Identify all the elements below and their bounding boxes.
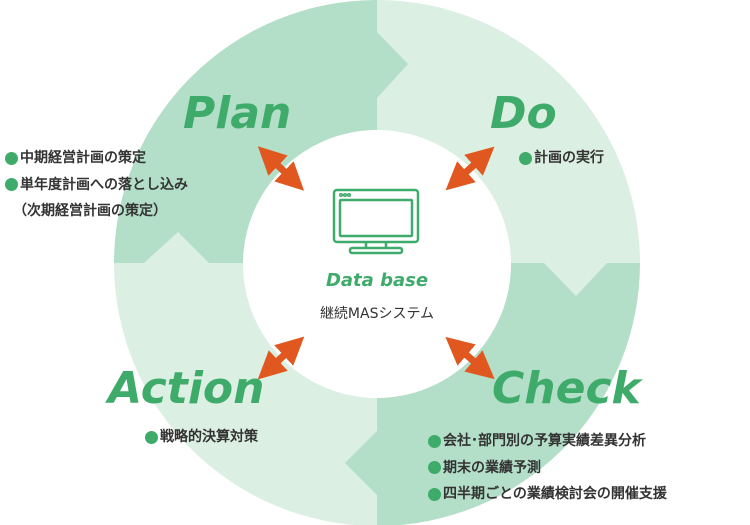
bullet-icon [5, 151, 18, 165]
check-exchange-arrow [445, 336, 495, 380]
list-note: （次期経営計画の策定） [13, 203, 167, 219]
do-to-check-arrow [543, 262, 608, 296]
action-label: Action [108, 363, 265, 414]
list-item: 会社･部門別の予算実績差異分析 [428, 428, 667, 455]
do-label: Do [490, 88, 557, 139]
plan-label: Plan [183, 88, 292, 139]
database-title: Data base [325, 270, 429, 291]
check-label: Check [492, 363, 641, 414]
bullet-icon [519, 151, 532, 165]
action-list: 戦略的決算対策 [145, 424, 258, 451]
monitor-icon [332, 188, 420, 255]
action-to-plan-arrow [144, 232, 209, 263]
bullet-icon [5, 178, 18, 192]
center-circle [243, 130, 511, 398]
list-item: 計画の実行 [519, 145, 604, 172]
database-subtitle: 継続MASシステム [319, 306, 435, 322]
bullet-icon [428, 434, 441, 448]
list-item: 期末の業績予測 [428, 455, 667, 482]
list-item: 四半期ごとの業績検討会の開催支援 [428, 481, 667, 508]
check-list: 会社･部門別の予算実績差異分析 期末の業績予測 四半期ごとの業績検討会の開催支援 [428, 428, 667, 508]
bullet-icon [428, 461, 441, 475]
bullet-icon [428, 487, 441, 501]
do-exchange-arrow [445, 146, 495, 191]
plan-list: 中期経営計画の策定 単年度計画への落とし込み （次期経営計画の策定） [5, 145, 188, 225]
list-item: 単年度計画への落とし込み [5, 172, 188, 199]
plan-exchange-arrow [257, 146, 305, 191]
list-item: 戦略的決算対策 [145, 424, 258, 451]
bullet-icon [145, 430, 158, 444]
do-list: 計画の実行 [519, 145, 604, 172]
list-item: 中期経営計画の策定 [5, 145, 188, 172]
action-exchange-arrow [257, 336, 305, 380]
